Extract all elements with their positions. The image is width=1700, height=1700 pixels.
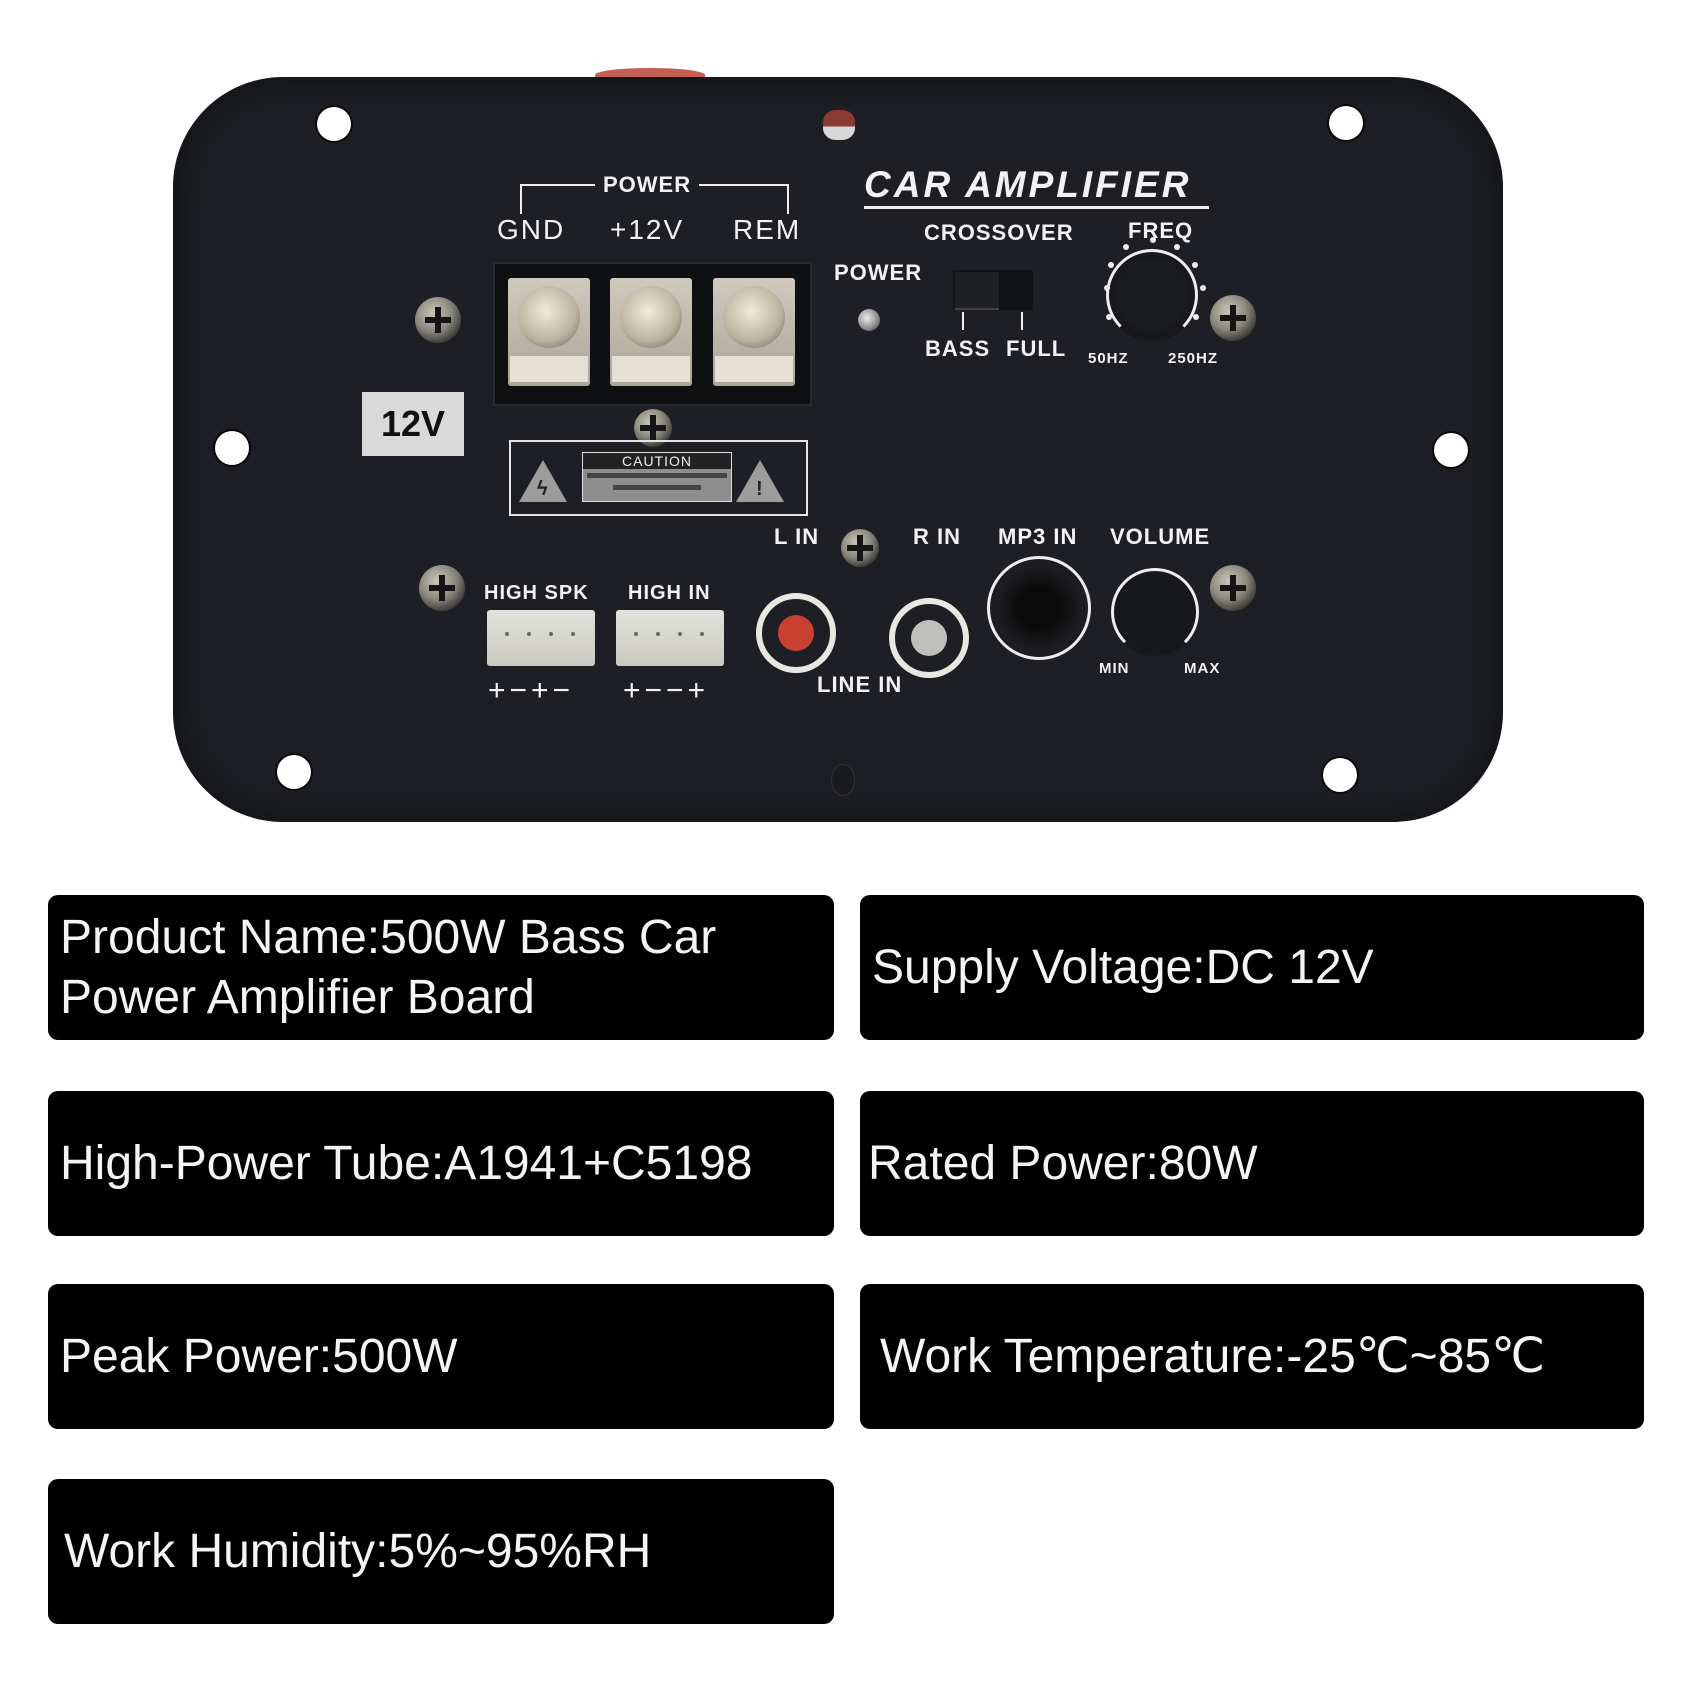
spec-text: Power Amplifier Board [60,970,535,1024]
mounting-hole [1329,106,1363,140]
terminal-rem[interactable] [713,278,795,386]
spec-text: Product Name:500W Bass Car [60,910,717,964]
crossover-option-full[interactable]: FULL [1006,336,1067,361]
scale-dot [1192,262,1198,268]
mounting-hole [1434,433,1468,467]
panel-title: CAR AMPLIFIER [864,164,1192,205]
spec-supply-voltage: Supply Voltage:DC 12V [860,895,1644,1040]
warning-icon [736,460,784,502]
screw-icon [1210,295,1256,341]
mp3-in-jack[interactable] [987,556,1091,660]
indicator-led [823,110,855,140]
high-in-label: HIGH IN [628,582,711,604]
scale-dot [1104,285,1110,291]
scale-dot [1200,285,1206,291]
volume-min-label: MIN [1099,660,1130,677]
spec-peak-power: Peak Power:500W [48,1284,834,1429]
terminal-label-12v: +12V [610,214,685,245]
scale-dot [1174,244,1180,250]
spec-high-power-tube: High-Power Tube:A1941+C5198 [48,1091,834,1236]
spec-work-temperature: Work Temperature:-25℃~85℃ [860,1284,1644,1429]
high-spk-polarity: +−+− [488,674,575,707]
spec-text: High-Power Tube:A1941+C5198 [60,1136,753,1190]
l-in-label: L IN [774,524,820,549]
spec-text: Work Humidity:5%~95%RH [64,1524,652,1578]
terminal-gnd[interactable] [508,278,590,386]
spec-work-humidity: Work Humidity:5%~95%RH [48,1479,834,1624]
caution-label [509,440,808,516]
scale-dot [1193,314,1199,320]
spec-product-name: Product Name:500W Bass Car Power Amplifi… [48,895,834,1040]
spec-text: Rated Power:80W [868,1136,1258,1190]
screw-icon [1210,565,1256,611]
line-in-label: LINE IN [817,672,903,697]
crossover-option-bass[interactable]: BASS [925,336,991,361]
full-tick [1021,312,1023,330]
scale-dot [1123,244,1129,250]
high-in-polarity: +−−+ [623,674,710,707]
rca-left-jack[interactable] [756,593,836,673]
power-group-label: POWER [595,172,700,198]
voltage-badge: 12V [362,392,464,456]
freq-knob[interactable] [1106,249,1198,341]
caution-fine-print [587,473,727,478]
volume-max-label: MAX [1184,660,1221,677]
high-in-connector[interactable] [616,610,724,666]
screw-icon [415,297,461,343]
high-spk-label: HIGH SPK [484,582,589,604]
crossover-label: CROSSOVER [924,220,1074,245]
freq-min-label: 50HZ [1088,350,1129,367]
mp3-in-label: MP3 IN [998,524,1078,549]
caution-text-box: CAUTION [582,452,732,502]
panel-dimple [831,764,855,796]
scale-dot [1106,314,1112,320]
spec-text: Supply Voltage:DC 12V [872,940,1374,994]
spec-rated-power: Rated Power:80W [860,1091,1644,1236]
scale-dot [1150,237,1156,243]
freq-label: FREQ [1128,218,1194,243]
exclamation-icon: ! [756,478,763,500]
terminal-12v[interactable] [610,278,692,386]
screw-icon [419,565,465,611]
power-led [858,309,880,331]
caution-heading: CAUTION [583,453,731,469]
electric-hazard-icon [519,460,567,502]
screw-icon [841,529,879,567]
terminal-label-rem: REM [733,214,802,245]
title-underline [864,206,1209,209]
spec-text: Work Temperature:-25℃~85℃ [880,1329,1545,1383]
freq-max-label: 250HZ [1168,350,1219,367]
rca-right-jack[interactable] [889,598,969,678]
bass-tick [962,312,964,330]
scale-dot [1108,262,1114,268]
mounting-hole [277,755,311,789]
mounting-hole [215,431,249,465]
spec-text: Peak Power:500W [60,1329,458,1383]
crossover-switch[interactable] [953,270,1033,310]
high-spk-connector[interactable] [487,610,595,666]
terminal-label-gnd: GND [497,214,566,245]
lightning-icon: ϟ [537,478,548,500]
power-led-label: POWER [834,260,923,285]
mounting-hole [1323,758,1357,792]
volume-label: VOLUME [1110,524,1211,549]
caution-fine-print [613,485,701,490]
r-in-label: R IN [913,524,961,549]
mounting-hole [317,107,351,141]
volume-knob[interactable] [1111,568,1199,656]
